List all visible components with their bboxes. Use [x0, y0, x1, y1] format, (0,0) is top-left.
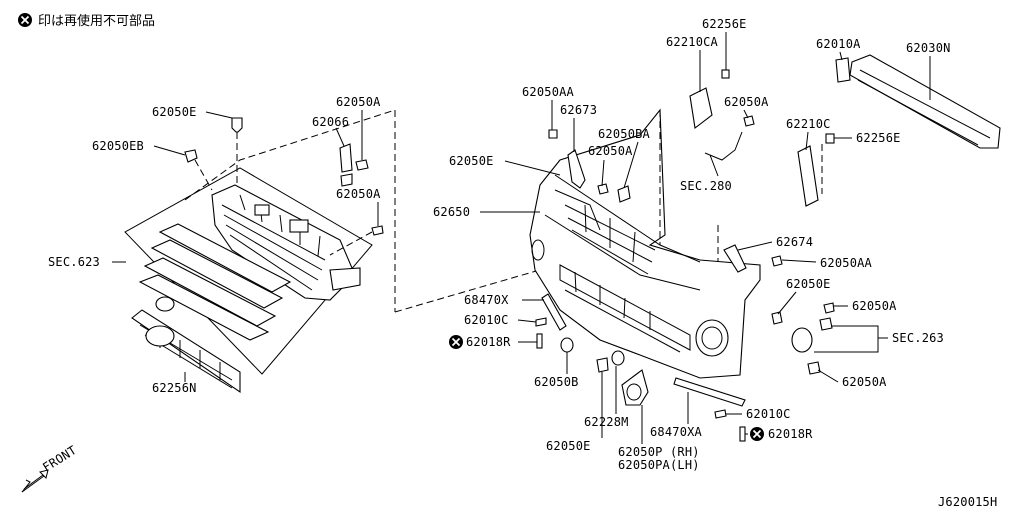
- label-62650: 62650: [433, 205, 470, 219]
- x-circle-icon: [449, 335, 463, 349]
- bolt-62050A-4: [743, 115, 755, 127]
- bolt-62050A-3: [597, 183, 609, 195]
- label-62210CA: 62210CA: [666, 35, 719, 49]
- harness-sec280: [704, 131, 743, 161]
- fog-bezel-62050P: [621, 369, 649, 406]
- bracket-62066: [339, 143, 353, 187]
- label-62050AA-right: 62050AA: [820, 256, 873, 270]
- diagram-id: J620015H: [938, 495, 997, 509]
- label-62228M: 62228M: [584, 415, 629, 429]
- x-circle-icon: [750, 427, 764, 441]
- label-68470XA: 68470XA: [650, 425, 703, 439]
- clip-62050B: [560, 337, 574, 353]
- bolt-62050A-2: [329, 225, 384, 256]
- bracket-62010A: [835, 57, 851, 83]
- spacer-62228M: [611, 350, 625, 366]
- label-62256E-top: 62256E: [702, 17, 747, 31]
- clip-62050E: [231, 117, 243, 185]
- fog-lamp-bracket-263: [791, 327, 813, 353]
- label-62050A-4: 62050A: [724, 95, 769, 109]
- label-SEC280: SEC.280: [680, 179, 732, 193]
- label-62018R-left: 62018R: [466, 335, 511, 349]
- clip-62050E-bottom: [596, 357, 609, 373]
- lower-grille: [138, 223, 292, 341]
- clip-62018R-right: [739, 426, 746, 442]
- clip-62050EB: [184, 149, 213, 191]
- clip-62010C-left: [535, 317, 547, 327]
- legend: 印は再使用不可部品: [18, 13, 155, 29]
- label-62066: 62066: [312, 115, 349, 129]
- label-62050A-2: 62050A: [336, 187, 381, 201]
- bolt-62050A-5: [819, 302, 835, 331]
- bolt-62050A-6: [807, 361, 821, 375]
- clip-62256E-right: [825, 133, 835, 144]
- label-SEC623: SEC.623: [48, 255, 100, 269]
- label-62010C-right: 62010C: [746, 407, 791, 421]
- label-62018R-right: 62018R: [768, 427, 813, 441]
- label-62050A-1: 62050A: [336, 95, 381, 109]
- clip-62050AA-right: [771, 255, 783, 267]
- label-62010A: 62010A: [816, 37, 861, 51]
- x-circle-icon: [18, 13, 32, 27]
- molding-68470XA: [673, 377, 746, 407]
- label-62030N: 62030N: [906, 41, 951, 55]
- molding-68470X: [541, 293, 567, 331]
- label-62256N: 62256N: [152, 381, 197, 395]
- label-62010C-left: 62010C: [464, 313, 509, 327]
- label-62050E-bottom: 62050E: [546, 439, 591, 453]
- front-label: FRONT: [40, 443, 79, 475]
- grille-assembly: [124, 109, 661, 394]
- label-62050BA: 62050BA: [598, 127, 651, 141]
- clip-62050E-right: [771, 311, 783, 325]
- label-62050P: 62050P (RH): [618, 445, 700, 459]
- clip-62010C-right: [714, 409, 727, 419]
- label-62050E-top: 62050E: [152, 105, 197, 119]
- bracket-62674: [723, 244, 747, 273]
- bracket-62210C: [797, 145, 819, 207]
- label-SEC263: SEC.263: [892, 331, 944, 345]
- bracket-62210CA: [689, 87, 713, 129]
- lower-grille-insert: [131, 309, 241, 394]
- legend-note: 印は再使用不可部品: [38, 13, 155, 29]
- label-62050PA: 62050PA(LH): [618, 458, 700, 472]
- bolt-62050A-1: [355, 159, 369, 171]
- label-62050AA-top: 62050AA: [522, 85, 575, 99]
- clip-62018R-left: [536, 333, 543, 349]
- label-62673: 62673: [560, 103, 597, 117]
- label-62050A-5: 62050A: [852, 299, 897, 313]
- front-bumper-fascia: [529, 108, 761, 379]
- label-62050EB: 62050EB: [92, 139, 144, 153]
- label-68470X: 68470X: [464, 293, 509, 307]
- upper-grille: [211, 184, 361, 301]
- clip-62050AA-top: [548, 129, 558, 139]
- label-62050E-mid: 62050E: [449, 154, 494, 168]
- clip-62256E-top: [721, 69, 730, 79]
- label-62050A-3: 62050A: [588, 144, 633, 158]
- label-62050B: 62050B: [534, 375, 579, 389]
- label-62674: 62674: [776, 235, 813, 249]
- label-62050A-6: 62050A: [842, 375, 887, 389]
- label-62050E-right: 62050E: [786, 277, 831, 291]
- front-arrow-icon: [21, 469, 49, 493]
- label-62210C: 62210C: [786, 117, 831, 131]
- label-62256E-right: 62256E: [856, 131, 901, 145]
